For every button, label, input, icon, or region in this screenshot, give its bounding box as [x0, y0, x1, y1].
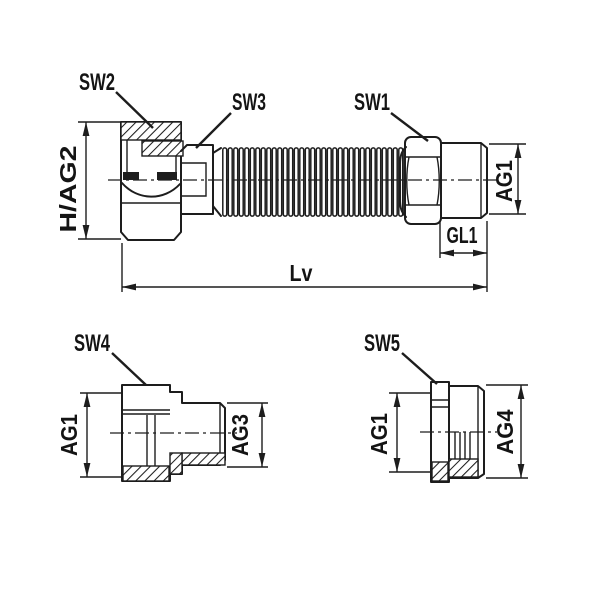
- sw5-socket-body: [430, 381, 485, 483]
- leader-line-sw4: [111, 352, 147, 386]
- callout-sw2: SW2: [79, 69, 154, 129]
- hose-collar: [399, 146, 407, 218]
- leader-line-sw5: [401, 352, 438, 385]
- callout-text-sw1: SW1: [354, 89, 390, 116]
- nipple-outline: [180, 144, 214, 215]
- main-assembly-view: H/AG2 AG1 GL1 Lv SW2 SW3: [55, 69, 526, 292]
- sw5-dimension-ag4: AG4: [486, 384, 528, 479]
- nipple-flare: [212, 147, 222, 217]
- dimension-text-ag4: AG4: [492, 409, 518, 454]
- detail-view-sw4: AG1 AG3 SW4: [56, 330, 268, 482]
- left-swivel-nut: [120, 121, 184, 241]
- male-thread-end: [440, 142, 488, 219]
- callout-sw3: SW3: [195, 89, 266, 149]
- hose-nipple-sw3: [180, 144, 222, 217]
- sw4-section-hatch: [181, 452, 226, 466]
- dimension-text-lv: Lv: [290, 260, 313, 286]
- sw5-section-hatch: [448, 458, 479, 478]
- dimension-text-gl1: GL1: [447, 222, 478, 248]
- nut-section-hatch-top: [120, 121, 182, 141]
- dimension-text-ag1: AG1: [491, 160, 517, 202]
- sw4-section-hatch: [122, 465, 170, 482]
- callout-text-sw4: SW4: [74, 330, 110, 357]
- dimension-text-h-ag2: H/AG2: [55, 146, 81, 233]
- callout-sw1: SW1: [354, 89, 429, 142]
- callout-text-sw3: SW3: [232, 89, 266, 116]
- sw4-section-hatch: [169, 452, 183, 475]
- hex-facet-arcs: [406, 156, 440, 206]
- callout-sw5: SW5: [364, 330, 438, 385]
- sw5-collar-outline: [430, 381, 450, 483]
- callout-sw4: SW4: [74, 330, 147, 386]
- dimension-gl1: GL1: [439, 221, 488, 292]
- thread-engagement-mark: [123, 172, 139, 180]
- callout-text-sw5: SW5: [364, 330, 400, 357]
- hex-face-curve: [121, 182, 181, 198]
- leader-line-sw1: [390, 112, 429, 142]
- sw5-dimension-ag1: AG1: [366, 392, 431, 473]
- dimension-text-ag3: AG3: [227, 414, 253, 456]
- dimension-lv: Lv: [121, 243, 487, 292]
- dimension-ag1-main: AG1: [489, 143, 526, 215]
- detail-view-sw5: AG1 AG4 SW5: [364, 330, 528, 483]
- corrugations: [222, 147, 405, 217]
- dimension-text-sw5-ag1: AG1: [366, 413, 392, 455]
- dimension-h-ag2: H/AG2: [55, 121, 121, 240]
- sw5-section-hatch: [431, 461, 449, 482]
- corrugated-hose: [222, 147, 405, 217]
- callout-text-sw2: SW2: [79, 69, 115, 96]
- sw4-dimension-ag3: AG3: [227, 402, 268, 468]
- sw4-dimension-ag1: AG1: [56, 392, 123, 478]
- sw4-adapter-body: [121, 384, 226, 482]
- dimension-text-sw4-ag1: AG1: [56, 414, 82, 456]
- leader-line-sw3: [195, 112, 232, 149]
- nipple-inner-rect: [181, 162, 207, 197]
- thread-engagement-mark: [157, 172, 177, 180]
- nipple-flange-section-hatch: [141, 140, 184, 157]
- leader-line-sw2: [115, 91, 154, 129]
